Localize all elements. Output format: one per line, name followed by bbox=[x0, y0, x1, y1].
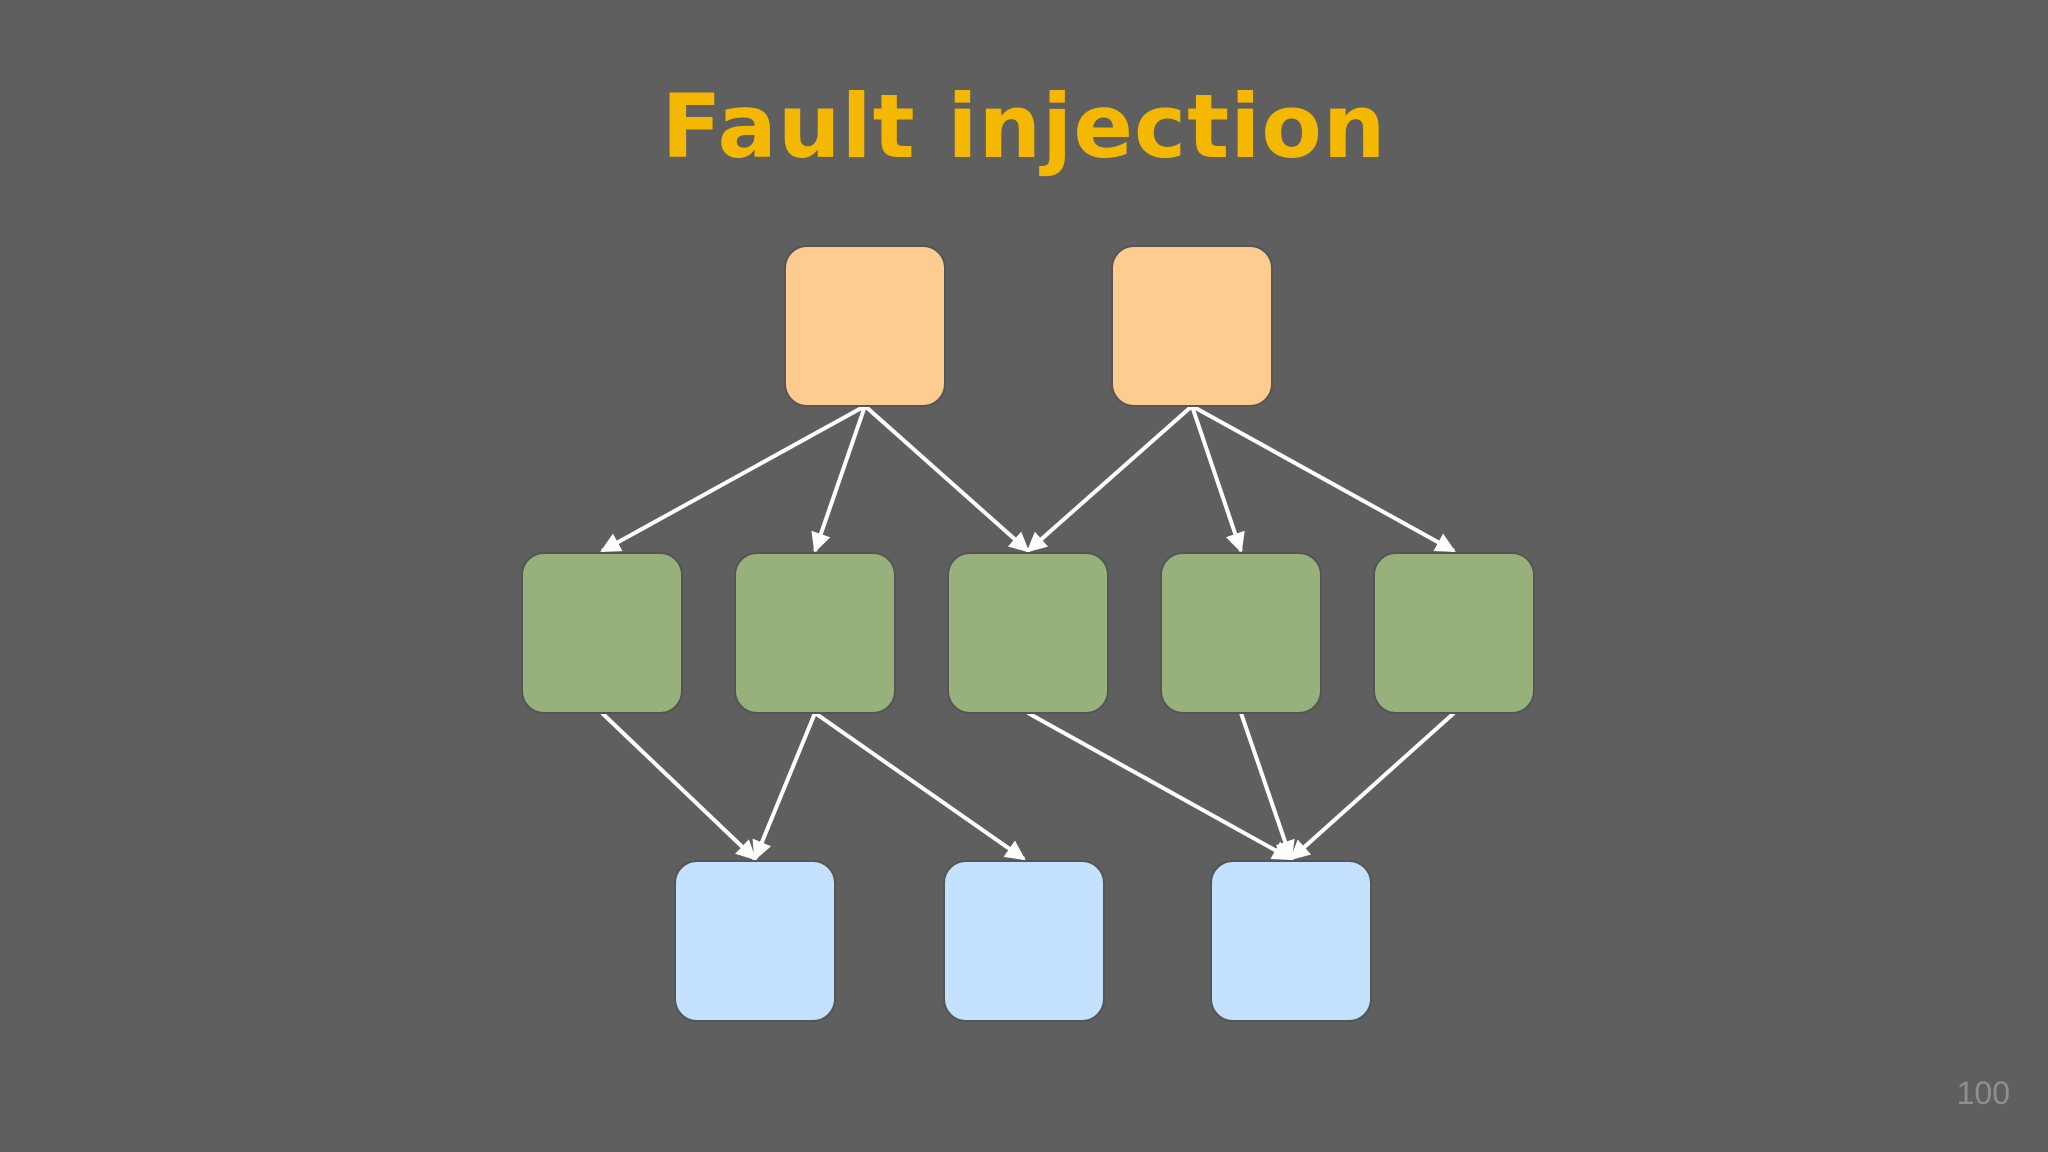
nodes-group bbox=[521, 245, 1535, 1022]
node-bottom-1 bbox=[674, 860, 836, 1022]
arrow-top-2-to-middle-4 bbox=[1190, 405, 1245, 553]
arrow-top-2-to-middle-5 bbox=[1191, 404, 1456, 553]
edges-group bbox=[600, 404, 1456, 861]
node-top-2 bbox=[1111, 245, 1273, 407]
arrow-top-2-to-middle-3 bbox=[1026, 404, 1194, 553]
arrow-middle-1-to-bottom-1 bbox=[600, 711, 757, 861]
arrow-top-1-to-middle-1 bbox=[600, 404, 866, 553]
arrow-middle-2-to-bottom-2 bbox=[813, 711, 1026, 861]
node-bottom-2 bbox=[943, 860, 1105, 1022]
node-middle-1 bbox=[521, 552, 683, 714]
node-middle-4 bbox=[1160, 552, 1322, 714]
arrow-middle-5-to-bottom-3 bbox=[1289, 711, 1456, 861]
arrow-top-1-to-middle-3 bbox=[863, 404, 1030, 553]
node-middle-3 bbox=[947, 552, 1109, 714]
arrow-middle-3-to-bottom-3 bbox=[1027, 711, 1293, 861]
node-bottom-3 bbox=[1210, 860, 1372, 1022]
slide-title: Fault injection bbox=[661, 75, 1387, 178]
arrow-middle-2-to-bottom-1 bbox=[752, 712, 817, 861]
arrow-middle-4-to-bottom-3 bbox=[1239, 712, 1295, 861]
node-middle-5 bbox=[1373, 552, 1535, 714]
page-number: 100 bbox=[1956, 1075, 2010, 1111]
node-top-1 bbox=[784, 245, 946, 407]
arrow-top-1-to-middle-2 bbox=[811, 405, 867, 553]
node-middle-2 bbox=[734, 552, 896, 714]
